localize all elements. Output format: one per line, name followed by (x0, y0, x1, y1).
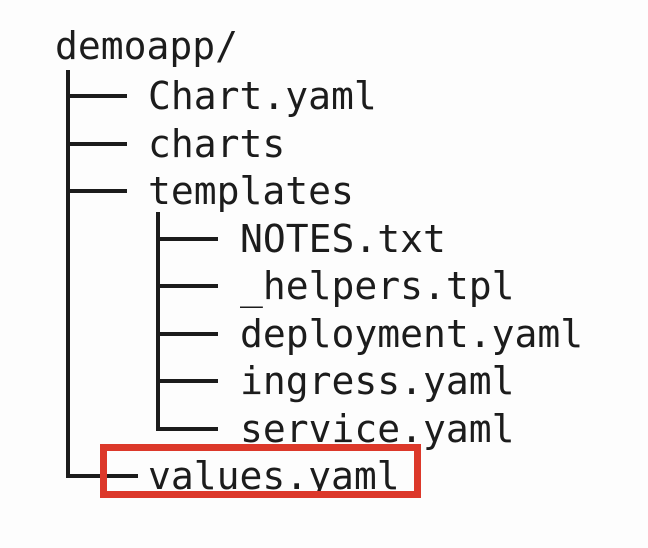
corner-connector-line (156, 426, 218, 431)
tree-item-label: service.yaml (240, 406, 515, 451)
tree-item-ingress-yaml: ingress.yaml (0, 357, 648, 405)
tree-item-label: NOTES.txt (240, 216, 446, 261)
tree-item-label: values.yaml (148, 454, 400, 498)
tree-item-helpers-tpl: _helpers.tpl (0, 262, 648, 310)
branch-connector-line (66, 94, 127, 98)
tree-item-notes-txt: NOTES.txt (0, 215, 648, 263)
tree-item-label: deployment.yaml (240, 311, 584, 356)
tree-item-label: charts (148, 121, 286, 166)
values-yaml-highlight-box (100, 444, 421, 498)
tree-item-deployment-yaml: deployment.yaml (0, 310, 648, 358)
tree-item-label: ingress.yaml (240, 359, 515, 403)
branch-connector-line (66, 189, 127, 193)
tree-root-label: demoapp/ (55, 24, 239, 68)
level1-branch-vertical-line (66, 70, 70, 478)
tree-item-chart-yaml: Chart.yaml (0, 72, 648, 120)
branch-connector-line (156, 331, 218, 336)
tree-item-label: Chart.yaml (148, 74, 377, 118)
tree-item-label: templates (148, 169, 354, 213)
tree-item-service-yaml: service.yaml (0, 405, 648, 453)
tree-item-label: _helpers.tpl (240, 264, 515, 308)
branch-connector-line (156, 379, 218, 383)
tree-item-templates: templates (0, 167, 648, 215)
branch-connector-line (156, 236, 218, 241)
tree-item-charts: charts (0, 120, 648, 168)
branch-connector-line (156, 284, 218, 288)
branch-connector-line (66, 141, 127, 146)
level2-branch-vertical-line (156, 212, 160, 431)
